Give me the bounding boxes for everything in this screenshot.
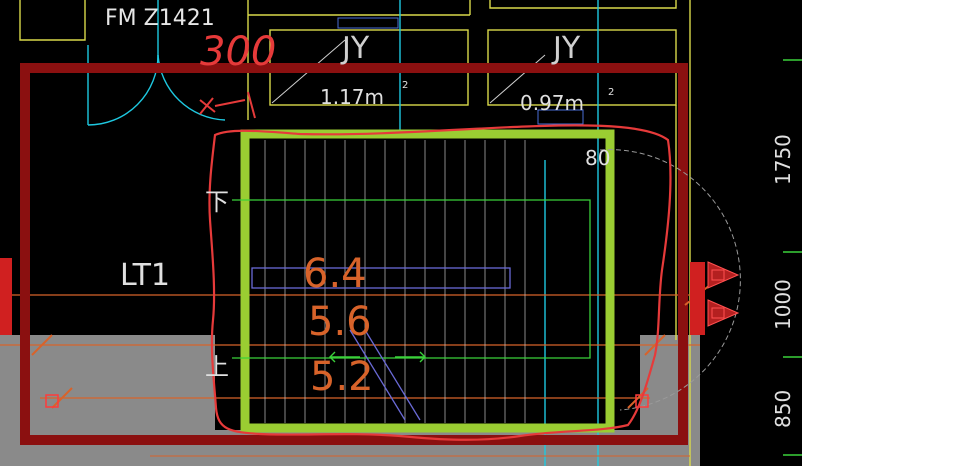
handwritten-outline (208, 124, 672, 441)
dimension-80: 80 (585, 146, 610, 170)
red-edge-marker-left (0, 258, 12, 335)
shaft-label-left: JY (340, 31, 370, 66)
area-label-left: 1.17m (320, 85, 384, 109)
red-edge-marker-right (690, 262, 705, 335)
handwritten-300: 300 (200, 29, 276, 75)
area-sup-right: 2 (608, 87, 614, 98)
stair-down-label: 下 (205, 188, 229, 216)
shaft-label-right: JY (551, 31, 581, 66)
area-label-right: 0.97m (520, 91, 584, 115)
dimension-1750: 1750 (771, 134, 795, 185)
level-upper: 6.4 (303, 251, 367, 297)
elevator-outer-frame (20, 63, 688, 445)
stair-frame (240, 129, 615, 433)
handwritten-marker (199, 91, 256, 119)
grey-hatch-right (640, 335, 700, 466)
area-sup-left: 2 (402, 80, 408, 91)
stair-up-label: 上 (205, 353, 229, 381)
dimension-1000: 1000 (771, 279, 795, 330)
right-dimension-ticks (150, 59, 802, 457)
door-tag: FM Z1421 (105, 6, 215, 31)
hatch-symbols (707, 261, 740, 327)
direction-arrows (329, 351, 426, 363)
stair-landing (232, 199, 591, 421)
door-swing-right (599, 149, 741, 411)
dimension-850: 850 (771, 390, 795, 428)
marker-left (45, 394, 59, 408)
level-middle: 5.6 (308, 299, 372, 345)
stair-treads (264, 140, 526, 423)
elevator-label: LT1 (120, 258, 170, 293)
level-lower: 5.2 (310, 354, 374, 400)
